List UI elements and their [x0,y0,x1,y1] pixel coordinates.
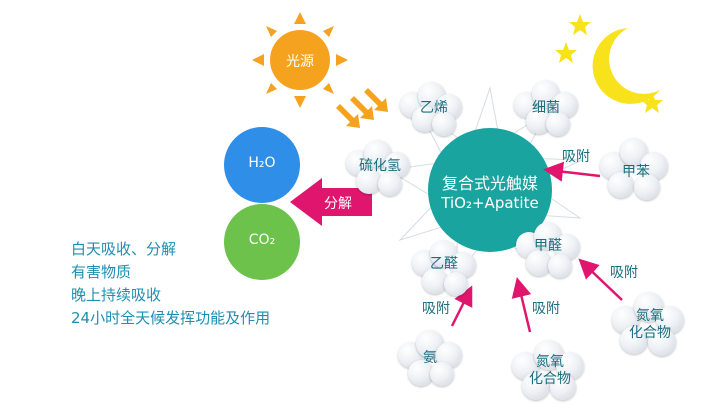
acetaldehyde-label: 乙醛 [430,256,458,272]
sun-label: 光源 [286,54,314,70]
legend-line-3: 晚上持续吸收 [71,286,162,304]
sun-rays [252,12,348,108]
h2o-label: H₂O [248,155,276,171]
center-formula: TiO₂+Apatite [441,194,539,212]
nox-bottom-label: 氮氧 化合物 [529,354,571,387]
legend-line-2: 有害物质 [71,263,132,281]
star-icons [555,14,663,113]
decompose-arrow [290,178,372,226]
nox-right-label: 氮氧 化合物 [629,308,671,341]
co2-label: CO₂ [248,232,276,248]
moon-icon [592,28,660,104]
ethylene-label: 乙烯 [420,100,448,116]
sun-icon [270,30,330,90]
light-arrows-icon [336,88,388,128]
adsorb-label-toluene: 吸附 [562,149,590,165]
bacteria-label: 细菌 [532,100,560,116]
formaldehyde-label: 甲醛 [534,238,562,254]
adsorb-arrow-nox-right [578,258,623,301]
adsorb-arrow-nox-bottom [511,277,532,333]
center-title: 复合式光触媒 [441,174,538,193]
adsorb-arrow-ammonia [450,285,473,327]
adsorb-label-ammonia: 吸附 [422,301,450,317]
h2o-circle [224,127,300,203]
legend-line-1: 白天吸收、分解 [71,240,177,258]
co2-circle [224,204,300,280]
photocatalyst-circle [428,128,552,252]
adsorb-arrow-toluene [543,161,601,182]
legend-line-4: 24小时全天候发挥功能及作用 [71,309,271,327]
adsorb-label-nox-right: 吸附 [610,265,638,281]
ammonia-label: 氨 [423,350,437,366]
decompose-label: 分解 [324,196,352,212]
toluene-label: 甲苯 [622,164,650,180]
hydrogen-sulfide-label: 硫化氢 [359,158,401,174]
adsorb-label-nox-bottom: 吸附 [532,301,560,317]
